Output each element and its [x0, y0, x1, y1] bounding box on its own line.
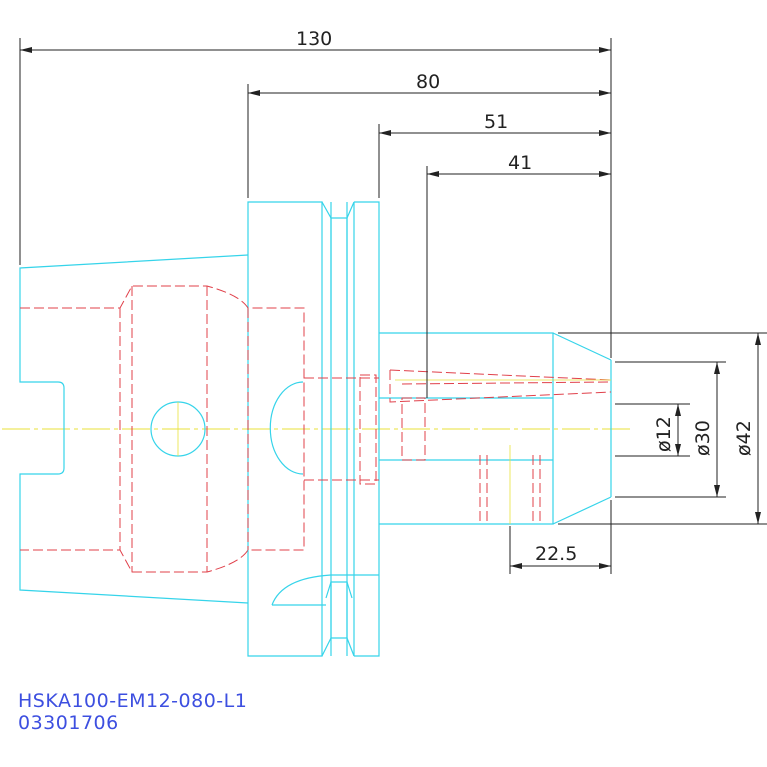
dim-text-dia-30: ø30	[692, 420, 714, 456]
dim-text-dia-12: ø12	[653, 416, 675, 452]
dim-text-dia-42: ø42	[733, 420, 755, 456]
dimension-lines	[19, 38, 767, 574]
flange-arc-notch	[269, 381, 304, 475]
dim-text-22-5: 22.5	[535, 543, 577, 565]
nose-body	[379, 332, 554, 525]
part-caption: HSKA100-EM12-080-L1 03301706	[18, 690, 247, 734]
part-number: HSKA100-EM12-080-L1	[18, 690, 248, 712]
order-code: 03301706	[18, 712, 119, 734]
dim-text-80: 80	[416, 71, 440, 93]
taper-shank	[19, 254, 249, 604]
dim-text-41: 41	[508, 152, 532, 174]
dim-text-130: 130	[296, 28, 332, 50]
hidden-lines	[20, 285, 612, 573]
dim-text-51: 51	[484, 111, 508, 133]
